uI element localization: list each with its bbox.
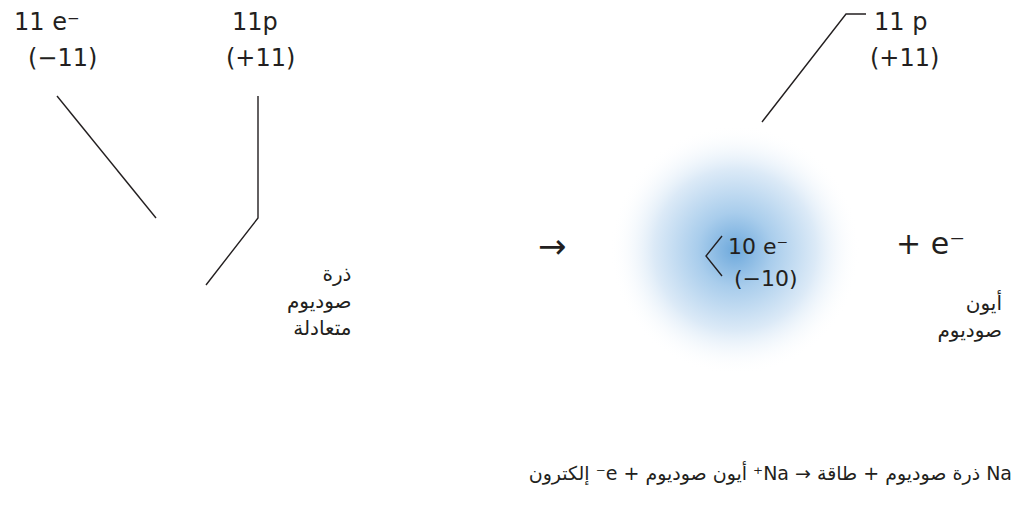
leader-line	[762, 14, 866, 122]
charge-count: 10 e⁻	[728, 234, 788, 260]
leader-line	[57, 96, 156, 218]
reaction-arrow: →	[538, 226, 567, 267]
atom-name: ذرة صوديوم متعادلة	[287, 261, 352, 342]
charge-value: (−10)	[734, 266, 798, 292]
charge-count: 11 e⁻	[14, 8, 80, 37]
bracket-leader	[706, 236, 722, 276]
sodium-ion-cloud	[610, 125, 860, 375]
atom-cloud: ذرة صوديوم متعادلة	[5, 65, 405, 465]
free-electron: + e⁻	[896, 226, 965, 262]
leader-line	[206, 96, 258, 285]
charge-count: 11p	[232, 8, 278, 37]
charge-value: (−11)	[28, 44, 97, 73]
charge-count: 11 p	[874, 8, 927, 37]
ion-name: أيون صوديوم	[937, 290, 1002, 344]
charge-value: (+11)	[870, 44, 939, 73]
charge-value: (+11)	[226, 44, 295, 73]
equation: Na ذرة صوديوم + طاقة → Na⁺ أيون صوديوم +…	[529, 462, 1012, 485]
